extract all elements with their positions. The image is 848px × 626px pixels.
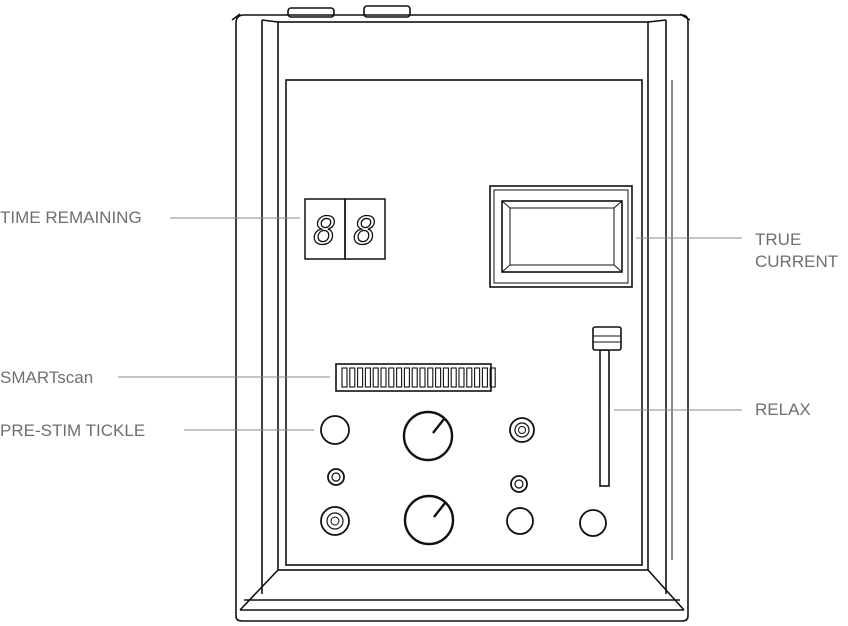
- smartscan-segment: [349, 367, 356, 388]
- inner-bezel: [277, 21, 649, 571]
- device-housing: [231, 5, 691, 622]
- smartscan-segment: [466, 367, 473, 388]
- led-right: [510, 475, 528, 493]
- label-true-current-line1: TRUE: [755, 230, 802, 249]
- jack-lower-left[interactable]: [320, 506, 350, 536]
- relax-slider[interactable]: [592, 326, 622, 487]
- smartscan-segment: [427, 367, 434, 388]
- leader-lines: [118, 217, 742, 431]
- label-time-remaining: TIME REMAINING: [0, 208, 142, 227]
- smartscan-segment: [474, 367, 481, 388]
- top-connector-left: [287, 7, 335, 18]
- relax-slider-handle[interactable]: [592, 326, 622, 351]
- smartscan-segment: [372, 367, 379, 388]
- smartscan-segment: [411, 367, 418, 388]
- outer-shell: [235, 14, 689, 622]
- smartscan-segment: [435, 367, 442, 388]
- faceplate: [285, 79, 643, 566]
- button-lower-middle[interactable]: [506, 507, 534, 535]
- smartscan-segment: [388, 367, 395, 388]
- knob-lower[interactable]: [403, 494, 455, 546]
- jack-upper-right[interactable]: [509, 417, 535, 443]
- knob-upper[interactable]: [402, 410, 454, 462]
- true-current-meter: [489, 185, 633, 288]
- digit-right: 8: [354, 209, 377, 253]
- smartscan-segment: [380, 367, 387, 388]
- smartscan-segment: [419, 367, 426, 388]
- label-relax: RELAX: [755, 400, 811, 419]
- smartscan-segment: [364, 367, 371, 388]
- meter-window: [509, 207, 615, 266]
- relax-slider-track: [599, 349, 610, 487]
- label-pre-stim-tickle: PRE-STIM TICKLE: [0, 421, 146, 440]
- controls: [320, 410, 607, 546]
- smartscan-segment: [489, 367, 496, 388]
- pre-stim-tickle-button[interactable]: [320, 415, 350, 445]
- smartscan-segment: [357, 367, 364, 388]
- smartscan-bargraph: [335, 363, 496, 392]
- smartscan-segment: [450, 367, 457, 388]
- button-lower-right[interactable]: [579, 509, 607, 537]
- label-smartscan: SMARTscan: [0, 368, 94, 387]
- smartscan-segment: [403, 367, 410, 388]
- time-remaining-display: 8 8: [304, 198, 386, 260]
- led-left: [327, 468, 345, 486]
- digit-cell-right: [344, 198, 386, 260]
- digit-left: 8: [314, 209, 337, 253]
- top-connector-right: [363, 5, 411, 18]
- smartscan-segment: [396, 367, 403, 388]
- smartscan-segment: [442, 367, 449, 388]
- smartscan-segment: [481, 367, 488, 388]
- smartscan-segment: [458, 367, 465, 388]
- smartscan-segment: [341, 367, 348, 388]
- label-true-current-line2: CURRENT: [755, 252, 839, 271]
